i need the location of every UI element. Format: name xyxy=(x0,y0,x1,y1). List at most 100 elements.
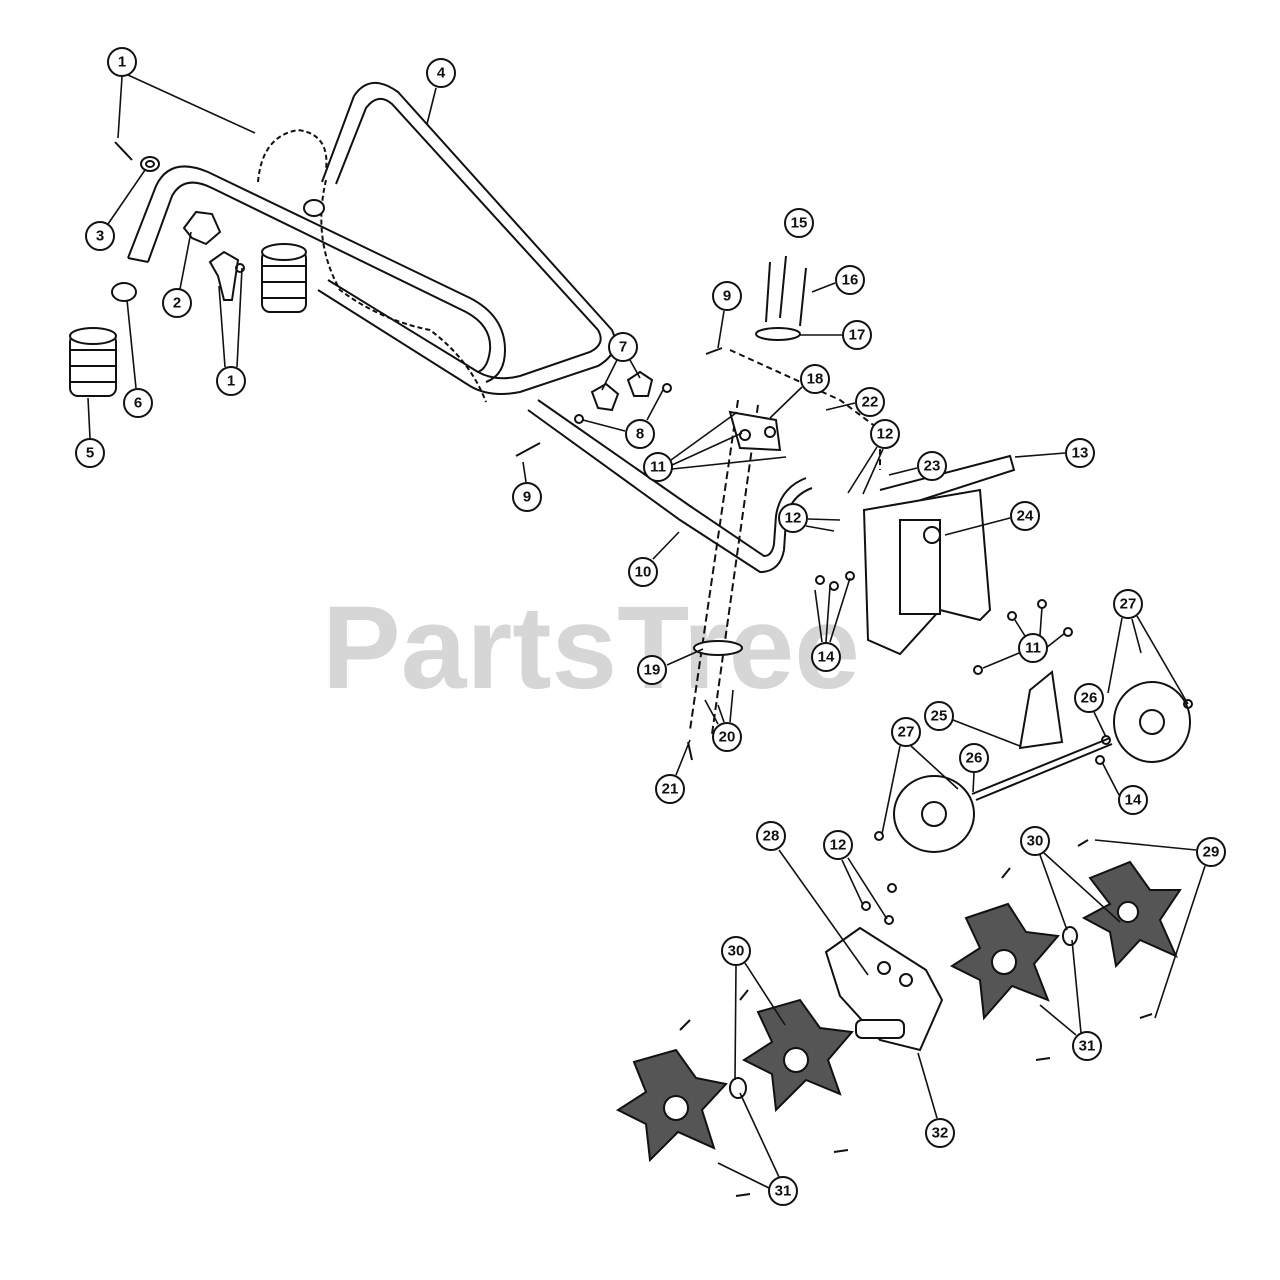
leader-line-c10-0 xyxy=(652,531,680,560)
lower-handle-drawing xyxy=(127,165,507,383)
leader-line-c11a-1 xyxy=(671,432,743,466)
callout-number: 30 xyxy=(728,943,745,960)
callout-circle xyxy=(1113,589,1143,619)
callout-circle xyxy=(512,482,542,512)
leader-line-c20-1 xyxy=(717,704,725,723)
callout-circle xyxy=(1196,837,1226,867)
callout-number: 23 xyxy=(924,458,941,475)
callout-c12b: 12 xyxy=(778,503,808,533)
callout-number: 26 xyxy=(1081,690,1098,707)
callout-c15: 15 xyxy=(784,208,814,238)
leader-line-c19-0 xyxy=(666,648,704,666)
callout-circle xyxy=(123,388,153,418)
leader-line-c31a-1 xyxy=(1039,1004,1077,1036)
leader-line-c14a-0 xyxy=(814,589,823,643)
callout-number: 4 xyxy=(437,65,446,82)
callout-circle xyxy=(823,830,853,860)
handle-knob-drawing xyxy=(590,370,654,412)
callout-number: 29 xyxy=(1203,844,1220,861)
callout-number: 12 xyxy=(877,426,894,443)
leader-line-c27a-0 xyxy=(881,745,901,835)
leader-line-c20-2 xyxy=(729,689,734,723)
end-cap-drawing xyxy=(111,199,325,302)
leader-line-c30b-0 xyxy=(744,962,786,1026)
callout-number: 22 xyxy=(862,394,879,411)
grip-right-drawing xyxy=(261,243,307,313)
leader-line-c1b-0 xyxy=(218,285,226,368)
leader-line-c3-0 xyxy=(107,169,146,225)
callout-c10: 10 xyxy=(628,557,658,587)
throttle-cable-drawing xyxy=(257,128,487,403)
leader-line-c27b-2 xyxy=(1136,615,1189,705)
leader-line-c4-0 xyxy=(426,87,437,125)
callout-circle xyxy=(426,58,456,88)
leader-line-c31a-0 xyxy=(1071,939,1082,1034)
callout-circle xyxy=(655,774,685,804)
leader-line-c12c-0 xyxy=(841,859,864,906)
callout-circle xyxy=(107,47,137,77)
leader-line-c22-0 xyxy=(825,402,856,411)
leader-line-c24-0 xyxy=(944,517,1011,536)
leader-line-c26b-0 xyxy=(1093,711,1107,738)
callout-c21: 21 xyxy=(655,774,685,804)
leader-line-c18-0 xyxy=(769,386,803,419)
leader-line-c8-0 xyxy=(582,419,626,432)
callout-circle xyxy=(1118,785,1148,815)
leader-line-c26a-0 xyxy=(972,772,975,793)
callout-number: 27 xyxy=(1120,596,1137,613)
callout-circle xyxy=(1065,438,1095,468)
callout-number: 11 xyxy=(650,459,666,476)
callout-circle xyxy=(778,503,808,533)
callout-circle xyxy=(85,221,115,251)
callout-c9a: 9 xyxy=(712,281,742,311)
callout-circle xyxy=(608,332,638,362)
callout-number: 3 xyxy=(96,228,104,245)
callout-c11b: 11 xyxy=(1018,633,1048,663)
callout-number: 9 xyxy=(723,288,731,305)
callout-circle xyxy=(721,936,751,966)
leader-line-c11b-2 xyxy=(1045,632,1066,649)
callout-c18: 18 xyxy=(800,364,830,394)
callout-circle xyxy=(75,438,105,468)
control-lever-drawing xyxy=(182,210,222,246)
callout-c3: 3 xyxy=(85,221,115,251)
callout-circle xyxy=(756,821,786,851)
leader-line-c8-1 xyxy=(646,389,664,421)
leader-line-c29-0 xyxy=(1094,839,1197,851)
callout-c22: 22 xyxy=(855,387,885,417)
wheel-assembly-drawing xyxy=(893,670,1191,853)
leader-line-c9b-0 xyxy=(522,461,527,483)
leader-line-c12a-1 xyxy=(862,448,884,495)
bracket-drawing xyxy=(728,410,782,452)
callout-c5: 5 xyxy=(75,438,105,468)
callout-circle xyxy=(1020,826,1050,856)
leader-line-c5-0 xyxy=(87,397,91,439)
callout-number: 24 xyxy=(1017,508,1034,525)
callout-number: 28 xyxy=(763,828,780,845)
callout-number: 19 xyxy=(644,662,661,679)
leader-line-c11a-2 xyxy=(671,456,787,470)
bolt-upper-drawing xyxy=(705,347,723,355)
part-drawings xyxy=(69,82,1193,1197)
callout-c2: 2 xyxy=(162,288,192,318)
callout-circle xyxy=(712,722,742,752)
callout-number: 17 xyxy=(849,327,866,344)
leader-line-c11b-3 xyxy=(982,652,1020,669)
callout-c1b: 1 xyxy=(216,366,246,396)
leader-line-c1b-1 xyxy=(236,267,243,368)
callout-circle xyxy=(917,451,947,481)
callout-c1a: 1 xyxy=(107,47,137,77)
callout-circle xyxy=(162,288,192,318)
callout-circle xyxy=(925,1118,955,1148)
callout-c28: 28 xyxy=(756,821,786,851)
callout-circle xyxy=(216,366,246,396)
callout-labels: 1123456789910111112121213141415161718192… xyxy=(75,47,1226,1206)
callout-c32: 32 xyxy=(925,1118,955,1148)
leader-line-c12b-1 xyxy=(805,525,835,532)
callout-c20: 20 xyxy=(712,722,742,752)
leader-line-c12a-0 xyxy=(847,446,878,494)
latch-lever-drawing xyxy=(208,250,245,301)
leader-line-c7-0 xyxy=(601,359,618,391)
callout-circle xyxy=(891,717,921,747)
